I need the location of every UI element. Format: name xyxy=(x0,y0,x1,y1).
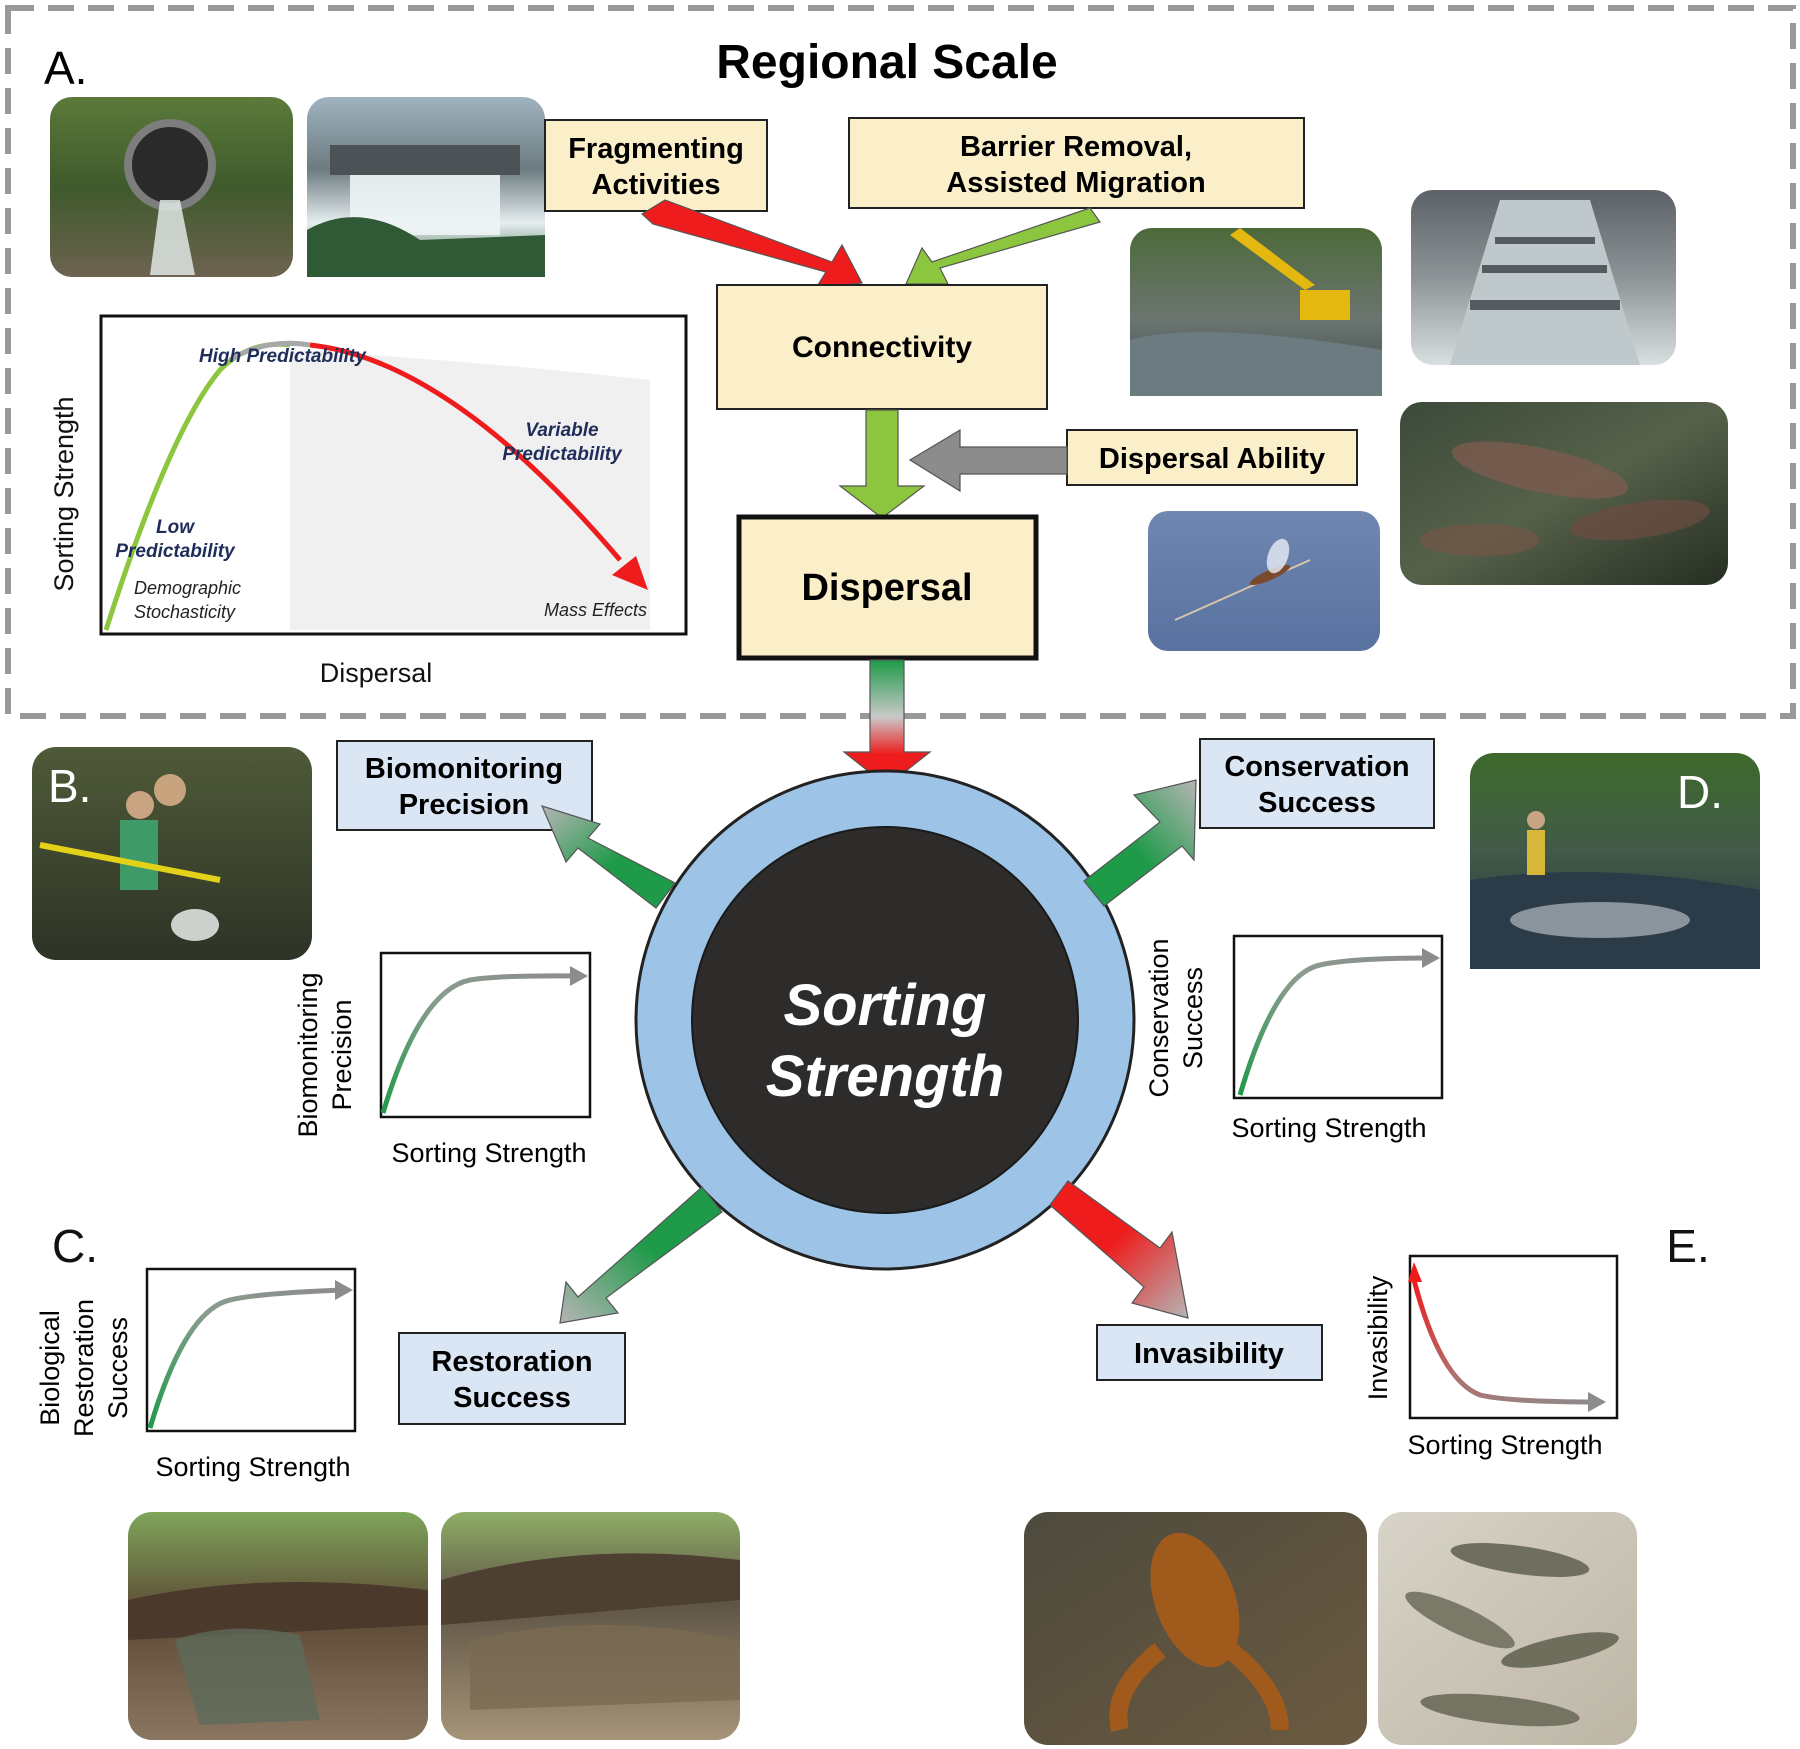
restoration-chart xyxy=(145,1267,357,1433)
barrier-removal-box xyxy=(848,117,1305,209)
conservation-box-line-1: Conservation xyxy=(1224,751,1409,783)
restoration-success-box xyxy=(398,1332,626,1425)
inset-ylabel: Sorting Strength xyxy=(49,396,79,591)
inset-arrowhead xyxy=(612,556,648,590)
excavator-photo xyxy=(1130,228,1382,396)
inset-low-label-1: Low xyxy=(156,517,195,538)
arrow-to-conservation xyxy=(1083,779,1197,907)
inset-xlabel: Dispersal xyxy=(320,658,433,688)
panel-c-letter: C. xyxy=(52,1220,98,1272)
connectivity-to-dispersal-arrow xyxy=(838,409,926,519)
arrow-to-biomonitoring xyxy=(540,805,676,909)
restoration-ylabel-2: Restoration xyxy=(69,1299,99,1437)
dispersal-to-sorting-arrow xyxy=(842,659,932,787)
inset-mass-label: Mass Effects xyxy=(544,600,647,620)
dam-photo xyxy=(307,97,545,277)
invasibility-box xyxy=(1096,1324,1323,1381)
dispersal-box xyxy=(736,514,1039,661)
restoration-box-line-2: Success xyxy=(453,1382,571,1414)
inset-curve-peak xyxy=(228,340,311,363)
inset-demographic-label-1: Demographic xyxy=(134,578,241,598)
dispersal-label: Dispersal xyxy=(801,567,972,609)
restoration-ylabel-1: Biological xyxy=(35,1310,65,1426)
inset-variable-label-2: Predictability xyxy=(502,444,623,465)
arrow-to-restoration xyxy=(559,1186,723,1324)
sorting-strength-core xyxy=(691,826,1079,1214)
biomonitoring-box-line-2: Precision xyxy=(399,789,530,821)
invasibility-box-label: Invasibility xyxy=(1134,1338,1284,1370)
regional-scale-title: Regional Scale xyxy=(716,36,1057,89)
arrow-to-invasibility xyxy=(1049,1180,1189,1319)
inset-demographic-label-2: Stochasticity xyxy=(134,602,236,622)
conservation-success-box xyxy=(1199,738,1435,829)
inset-dispersal-chart: High Predictability Variable Predictabil… xyxy=(99,314,688,636)
conservation-ylabel-1: Conservation xyxy=(1144,938,1174,1097)
fish-ladder-photo xyxy=(1411,190,1676,365)
restoration-box-line-1: Restoration xyxy=(431,1346,592,1378)
invasibility-xlabel: Sorting Strength xyxy=(1407,1430,1602,1460)
mayfly-photo xyxy=(1148,511,1380,651)
invasibility-chart xyxy=(1408,1254,1619,1420)
connectivity-label: Connectivity xyxy=(792,331,972,364)
biomonitoring-ylabel-2: Precision xyxy=(327,999,357,1110)
angler-photo xyxy=(1470,753,1760,969)
dispersal-ability-arrow xyxy=(908,428,1068,493)
connectivity-box xyxy=(716,284,1048,410)
biomonitoring-xlabel: Sorting Strength xyxy=(391,1138,586,1168)
culvert-photo xyxy=(50,97,293,277)
conservation-chart xyxy=(1232,934,1444,1100)
biomonitoring-ylabel-1: Biomonitoring xyxy=(293,972,323,1137)
crayfish-photo xyxy=(1024,1512,1367,1745)
fragmenting-line-1: Fragmenting xyxy=(568,133,744,165)
panel-a-letter: A. xyxy=(44,42,87,94)
sorting-strength-line-1: Sorting xyxy=(784,973,987,1038)
minnows-photo xyxy=(1378,1512,1637,1745)
inset-low-label-2: Predictability xyxy=(115,541,236,562)
barrier-line-2: Assisted Migration xyxy=(946,167,1205,199)
restoration-photo-1 xyxy=(128,1512,428,1740)
fragmenting-arrow xyxy=(641,199,863,289)
restoration-xlabel: Sorting Strength xyxy=(155,1452,350,1482)
inset-variable-label-1: Variable xyxy=(525,420,599,441)
barrier-removal-arrow xyxy=(905,207,1101,285)
invasibility-ylabel: Invasibility xyxy=(1363,1275,1393,1400)
restoration-ylabel-3: Success xyxy=(103,1317,133,1419)
fragmenting-activities-box xyxy=(544,119,768,212)
inset-high-label: High Predictability xyxy=(199,346,367,367)
panel-b-letter-overlay: B. xyxy=(48,760,91,812)
panel-e-letter: E. xyxy=(1666,1220,1709,1272)
biomonitoring-box-line-1: Biomonitoring xyxy=(365,753,563,785)
dispersal-ability-box xyxy=(1066,429,1358,486)
sorting-strength-line-2: Strength xyxy=(766,1044,1004,1109)
conservation-box-line-2: Success xyxy=(1258,787,1376,819)
salmon-photo xyxy=(1400,402,1728,585)
panel-d-letter: D. xyxy=(1677,766,1723,818)
inset-curve-falling xyxy=(309,342,622,562)
biomonitoring-chart xyxy=(379,951,592,1119)
conservation-xlabel: Sorting Strength xyxy=(1231,1113,1426,1143)
biomonitoring-photo xyxy=(32,747,312,960)
conservation-ylabel-2: Success xyxy=(1178,967,1208,1069)
barrier-line-1: Barrier Removal, xyxy=(960,131,1192,163)
dispersal-ability-label: Dispersal Ability xyxy=(1099,443,1325,475)
fragmenting-line-2: Activities xyxy=(592,169,721,201)
restoration-photo-2 xyxy=(441,1512,740,1740)
